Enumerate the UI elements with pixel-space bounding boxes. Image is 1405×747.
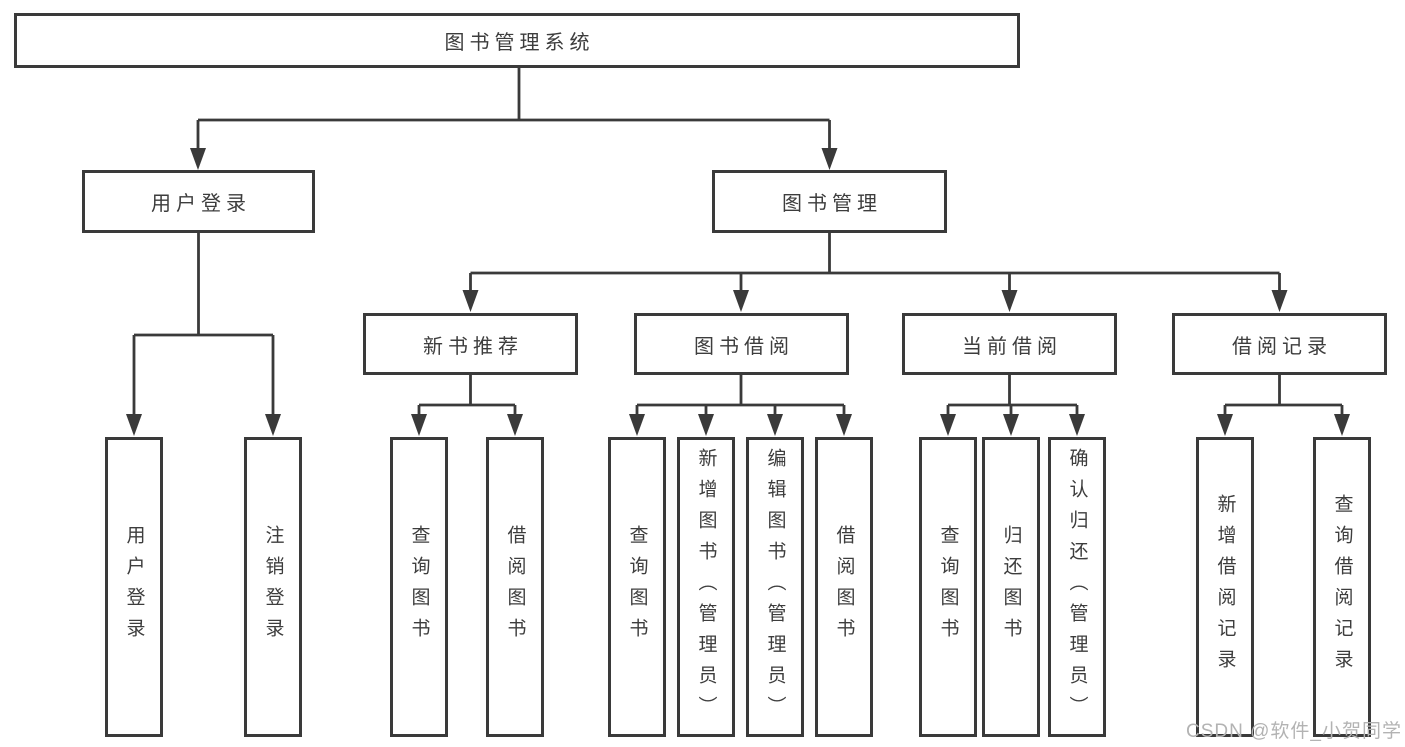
leaf-query-books-current: 查询图书 [919, 437, 977, 737]
leaf-edit-books-admin: 编辑图书（管理员） [746, 437, 804, 737]
node-new-book-recommend-label: 新书推荐 [423, 335, 523, 358]
node-current-borrow-label: 当前借阅 [962, 335, 1062, 358]
leaf-query-books-borrow: 查询图书 [608, 437, 666, 737]
node-book-borrow-label: 图书借阅 [694, 335, 794, 358]
arrowhead [1001, 290, 1018, 312]
arrowhead [1271, 290, 1288, 312]
arrowhead [836, 414, 852, 436]
leaf-query-books-recommend-label: 查询图书 [408, 525, 430, 649]
connector-root-to-level2 [190, 68, 838, 170]
node-borrow-records-label: 借阅记录 [1232, 335, 1332, 358]
leaf-query-books-recommend: 查询图书 [390, 437, 448, 737]
leaf-add-books-admin-label: 新增图书（管理员） [695, 447, 717, 727]
leaf-borrow-books-recommend-label: 借阅图书 [504, 525, 526, 649]
node-root: 图书管理系统 [14, 13, 1020, 68]
connector-current-borrow-to-leaves [940, 375, 1085, 436]
leaf-query-books-borrow-label: 查询图书 [626, 525, 648, 649]
leaf-return-books-label: 归还图书 [1000, 525, 1022, 649]
arrowhead [1217, 414, 1233, 436]
leaf-edit-books-admin-label: 编辑图书（管理员） [764, 447, 786, 727]
node-current-borrow: 当前借阅 [902, 313, 1117, 375]
leaf-return-books: 归还图书 [982, 437, 1040, 737]
arrowhead [940, 414, 956, 436]
arrowhead [265, 414, 281, 436]
leaf-user-login: 用户登录 [105, 437, 163, 737]
connector-user-login-to-leaves [126, 233, 281, 436]
leaf-logout-label: 注销登录 [262, 525, 284, 649]
arrowhead [767, 414, 783, 436]
leaf-query-borrow-record: 查询借阅记录 [1313, 437, 1371, 737]
node-new-book-recommend: 新书推荐 [363, 313, 578, 375]
node-borrow-records: 借阅记录 [1172, 313, 1387, 375]
leaf-borrow-books: 借阅图书 [815, 437, 873, 737]
connector-borrow-records-to-leaves [1217, 375, 1350, 436]
arrowhead [1003, 414, 1019, 436]
arrowhead [126, 414, 142, 436]
arrowhead [411, 414, 427, 436]
arrowhead [190, 148, 206, 170]
arrowhead [507, 414, 523, 436]
leaf-borrow-books-recommend: 借阅图书 [486, 437, 544, 737]
arrowhead [629, 414, 645, 436]
connector-book-management-to-level3 [462, 233, 1288, 312]
leaf-add-books-admin: 新增图书（管理员） [677, 437, 735, 737]
leaf-user-login-label: 用户登录 [123, 525, 145, 649]
leaf-confirm-return-admin-label: 确认归还（管理员） [1066, 447, 1088, 727]
arrowhead [698, 414, 714, 436]
arrowhead [1069, 414, 1085, 436]
arrowhead [462, 290, 479, 312]
arrowhead [733, 290, 749, 312]
leaf-query-books-current-label: 查询图书 [937, 525, 959, 649]
leaf-add-borrow-record-label: 新增借阅记录 [1214, 494, 1236, 680]
arrowhead [1334, 414, 1350, 436]
leaf-add-borrow-record: 新增借阅记录 [1196, 437, 1254, 737]
leaf-query-borrow-record-label: 查询借阅记录 [1331, 494, 1353, 680]
leaf-borrow-books-label: 借阅图书 [833, 525, 855, 649]
csdn-watermark: CSDN @软件_小贺同学 [1186, 721, 1402, 742]
leaf-confirm-return-admin: 确认归还（管理员） [1048, 437, 1106, 737]
arrowhead [821, 148, 838, 170]
node-root-label: 图书管理系统 [444, 32, 595, 54]
node-user-login: 用户登录 [82, 170, 315, 233]
connector-new-book-recommend-to-leaves [411, 375, 523, 436]
node-book-management: 图书管理 [712, 170, 947, 233]
node-book-management-label: 图书管理 [782, 193, 882, 215]
connector-book-borrow-to-leaves [629, 375, 852, 436]
node-user-login-label: 用户登录 [151, 193, 251, 215]
node-book-borrow: 图书借阅 [634, 313, 849, 375]
leaf-logout: 注销登录 [244, 437, 302, 737]
